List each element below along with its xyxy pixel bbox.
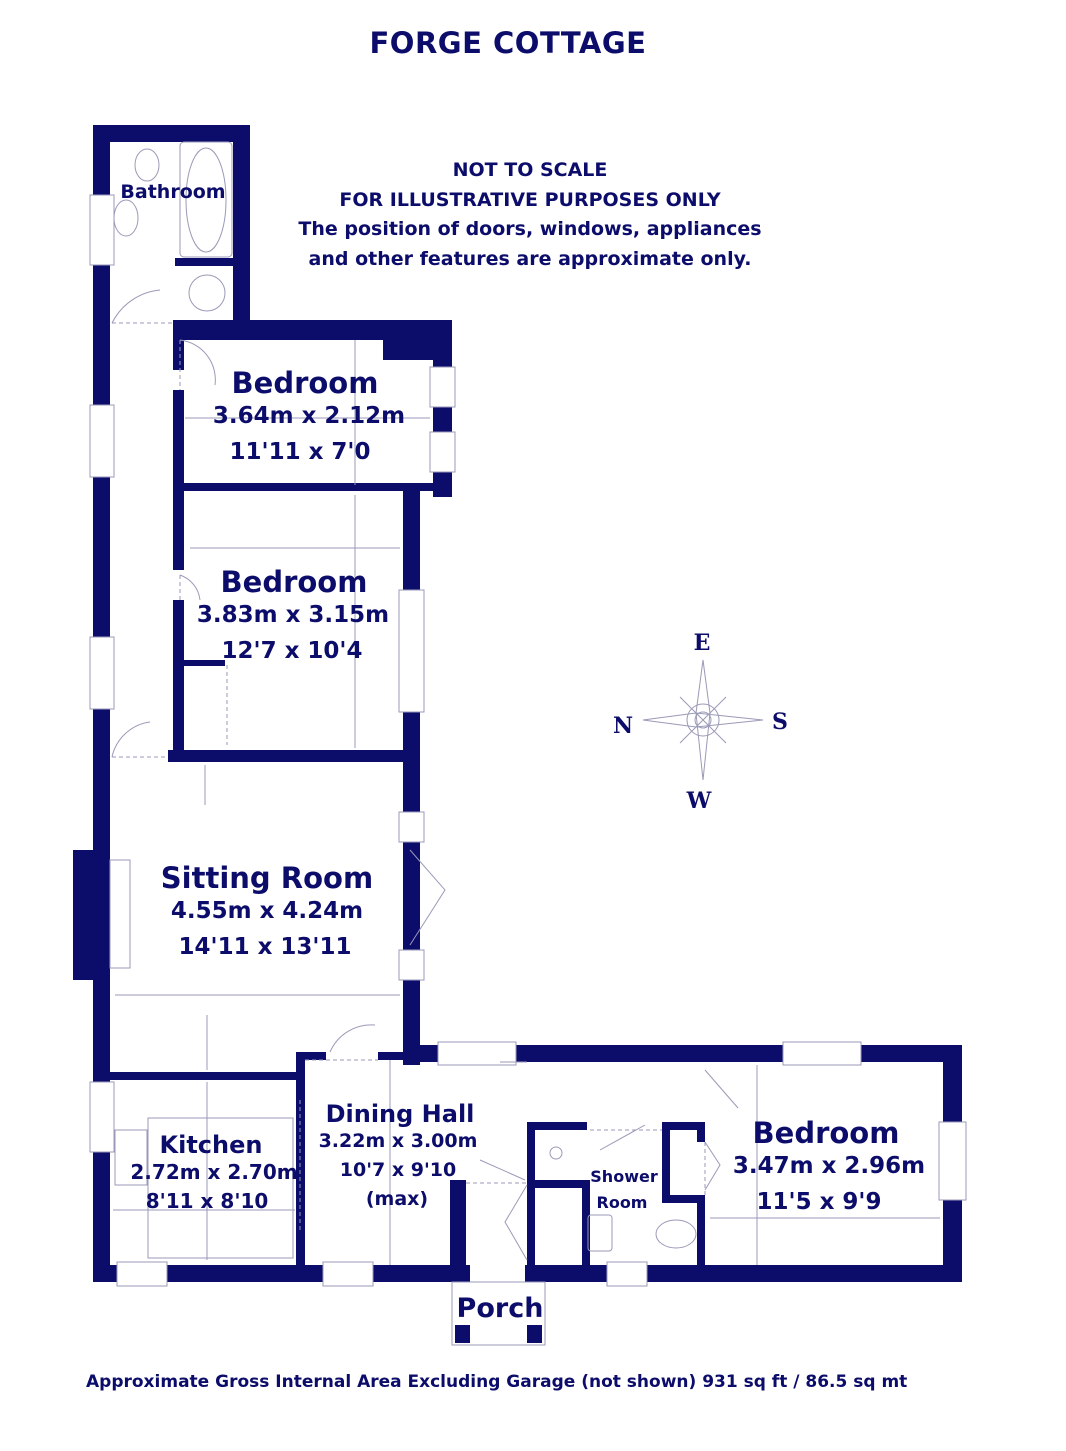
porch-name: Porch [457,1293,544,1324]
plan-title: FORGE COTTAGE [369,26,647,60]
bedroom3-metric: 3.47m x 2.96m [733,1153,925,1179]
compass: E N S W [613,630,788,814]
compass-w: W [686,788,712,814]
shower-toilet-icon [655,1219,697,1249]
shower-room-name-2: Room [597,1193,648,1212]
bathroom-name: Bathroom [120,181,225,203]
compass-s: S [772,709,788,735]
sitting-room-name: Sitting Room [161,861,373,895]
bedroom2-imperial: 12'7 x 10'4 [222,638,363,664]
shower-tray-icon [188,274,226,312]
dining-hall-note: (max) [366,1188,428,1210]
bedroom2-metric: 3.83m x 3.15m [197,602,389,628]
bedroom1-metric: 3.64m x 2.12m [213,403,405,429]
compass-n: N [613,713,633,739]
compass-rose-icon [642,659,764,781]
shower-room-name: Shower [590,1167,658,1186]
dining-hall-metric: 3.22m x 3.00m [319,1130,478,1152]
room-labels: Bathroom Bedroom 3.64m x 2.12m 11'11 x 7… [120,181,925,1324]
disclaimer-line: and other features are approximate only. [308,247,752,270]
dining-hall-name: Dining Hall [326,1100,475,1128]
porch-outline [451,1281,546,1346]
walls [73,125,962,1282]
kitchen-metric: 2.72m x 2.70m [130,1160,297,1184]
disclaimer-line: NOT TO SCALE [452,159,608,181]
compass-e: E [694,630,711,656]
sitting-room-imperial: 14'11 x 13'11 [179,934,352,960]
bedroom3-imperial: 11'5 x 9'9 [757,1189,882,1215]
disclaimer-line: The position of doors, windows, applianc… [298,218,762,240]
bedroom1-imperial: 11'11 x 7'0 [230,439,371,465]
kitchen-imperial: 8'11 x 8'10 [146,1189,269,1213]
bedroom1-name: Bedroom [232,366,379,400]
sitting-room-metric: 4.55m x 4.24m [171,898,363,924]
fixtures [111,141,940,1346]
basin-icon [113,199,139,237]
shower-basin-icon [587,1214,613,1252]
bedroom3-name: Bedroom [753,1116,900,1150]
bathtub-icon [179,141,233,258]
disclaimer: NOT TO SCALE FOR ILLUSTRATIVE PURPOSES O… [270,156,790,274]
bedroom2-name: Bedroom [221,565,368,599]
area-footer: Approximate Gross Internal Area Excludin… [86,1372,908,1392]
toilet-icon [134,148,160,182]
dining-hall-imperial: 10'7 x 9'10 [340,1159,456,1181]
disclaimer-line: FOR ILLUSTRATIVE PURPOSES ONLY [339,188,721,211]
sink-icon [114,1129,148,1186]
kitchen-name: Kitchen [160,1131,263,1159]
windows [89,194,967,1287]
shower-head-icon [549,1146,563,1160]
